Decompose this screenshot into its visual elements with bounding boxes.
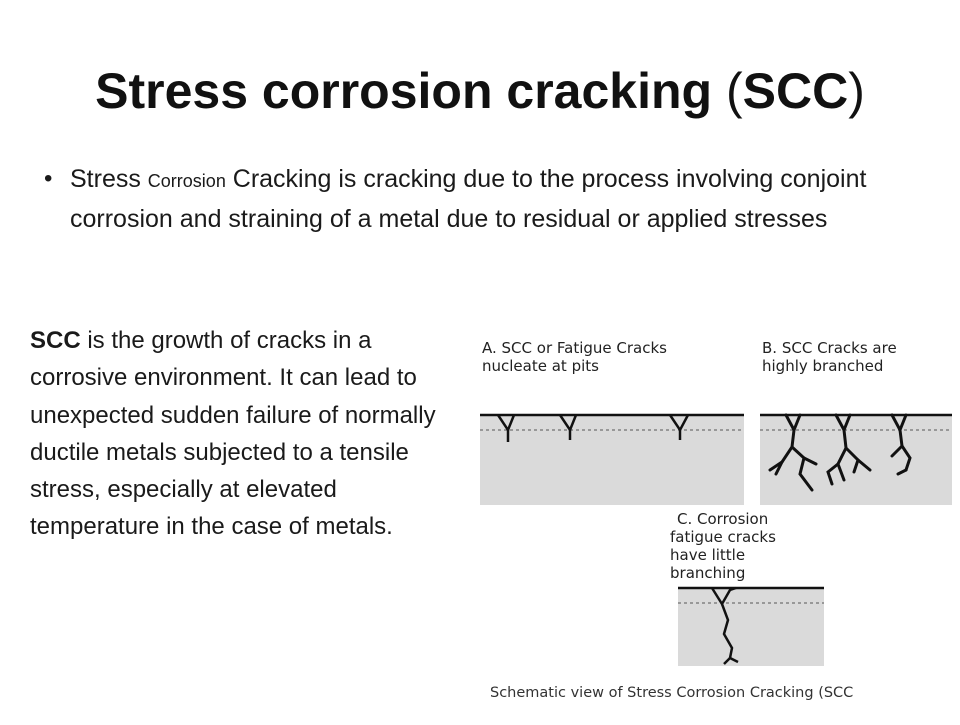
label-a-line1: A. SCC or Fatigue Cracks: [482, 339, 667, 357]
scc-description: SCC is the growth of cracks in a corrosi…: [30, 322, 445, 546]
figure-caption: Schematic view of Stress Corrosion Crack…: [490, 685, 853, 701]
crack-b1-branch3: [802, 456, 818, 466]
panel-b-branched-cracks: [768, 413, 912, 492]
panel-a-metal: [480, 415, 744, 505]
bullet-part3: Cracking is cracking due to the process …: [70, 165, 867, 233]
bullet-part1: Stress: [70, 165, 148, 193]
title-text: Stress corrosion cracking: [95, 63, 713, 119]
title-paren-open: (: [725, 63, 743, 119]
crack-c-tip1: [723, 657, 731, 665]
crack-b2: [836, 428, 848, 482]
panel-c-metal: [678, 588, 824, 666]
crack-b3-branch1: [890, 444, 904, 458]
crack-b3: [898, 428, 912, 472]
label-c-line2: fatigue cracks: [670, 528, 776, 546]
label-b-line2: highly branched: [762, 357, 883, 375]
bullet-text: Stress Corrosion Cracking is cracking du…: [70, 160, 870, 238]
scc-schematic-svg: A. SCC or Fatigue Cracks nucleate at pit…: [480, 339, 952, 701]
para-text: is the growth of cracks in a corrosive e…: [30, 327, 436, 541]
bullet-dot-icon: •: [44, 165, 53, 192]
crack-c: [720, 603, 734, 659]
crack-b2-branch3: [856, 458, 872, 472]
crack-b3-branch2: [896, 468, 908, 476]
crack-c-mouth: [710, 586, 737, 607]
label-c-line3: have little: [670, 546, 745, 564]
slide-title: Stress corrosion cracking (SCC): [0, 58, 960, 124]
label-c-line4: branching: [670, 564, 745, 582]
title-abbrev: SCC: [742, 63, 849, 119]
panel-a-cracks: [496, 414, 690, 442]
label-b-line1: B. SCC Cracks are: [762, 339, 897, 357]
para-bold: SCC: [30, 327, 81, 354]
label-a-line2: nucleate at pits: [482, 357, 599, 375]
scc-schematic-figure: A. SCC or Fatigue Cracks nucleate at pit…: [460, 322, 960, 720]
crack-b1: [774, 428, 796, 476]
panel-c-crack: [710, 586, 739, 665]
crack-b1-branch2: [768, 460, 784, 472]
crack-c-tip2: [729, 656, 739, 664]
crack-b2-branch2: [826, 462, 840, 486]
bullet-part2: Corrosion: [147, 171, 226, 191]
title-paren-close: ): [848, 63, 865, 119]
label-c-line1: C. Corrosion: [677, 510, 768, 528]
crack-b1-branch1: [790, 445, 814, 492]
